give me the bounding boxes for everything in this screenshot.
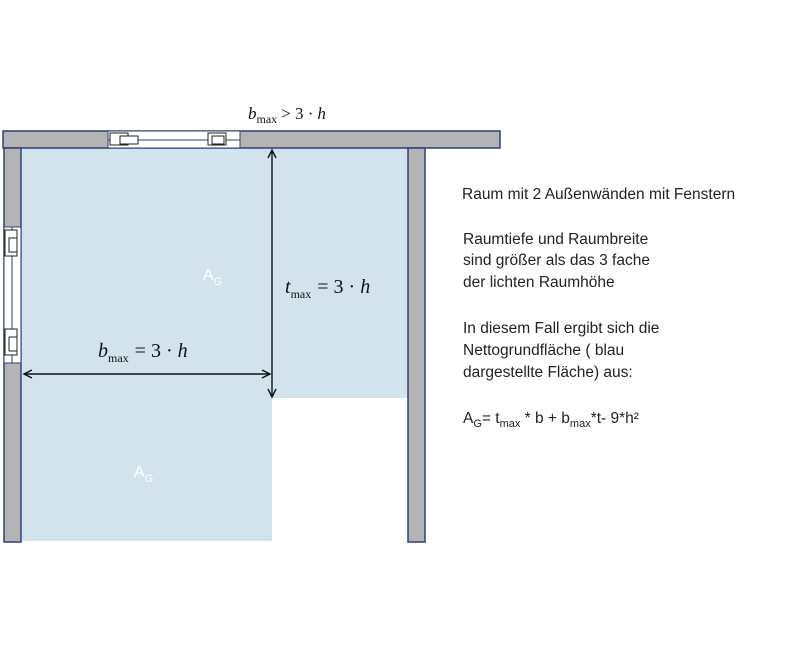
b-dimension-line — [22, 369, 272, 379]
area-label-upper: AG — [203, 267, 222, 288]
window-left-icon — [3, 226, 22, 364]
net-floor-area — [22, 148, 408, 541]
window-top-icon — [107, 130, 241, 149]
description-title: Raum mit 2 Außenwänden mit Fenstern — [462, 186, 735, 203]
b-dimension-label: bmax= 3 ·h — [98, 340, 188, 365]
description-para2: In diesem Fall ergibt sich die Nettogrun… — [463, 320, 664, 381]
t-dimension-line — [267, 148, 277, 399]
t-dimension-label: tmax= 3 ·h — [285, 276, 370, 301]
description-para1: Raumtiefe und Raumbreite sind größer als… — [463, 231, 654, 291]
area-formula: AG= tmax * b + bmax*t- 9*h² — [463, 410, 639, 430]
right-wall — [407, 147, 426, 543]
top-wall — [2, 130, 501, 149]
area-label-lower: AG — [134, 464, 153, 485]
top-dimension-label: bmax> 3 ·h — [248, 104, 326, 126]
